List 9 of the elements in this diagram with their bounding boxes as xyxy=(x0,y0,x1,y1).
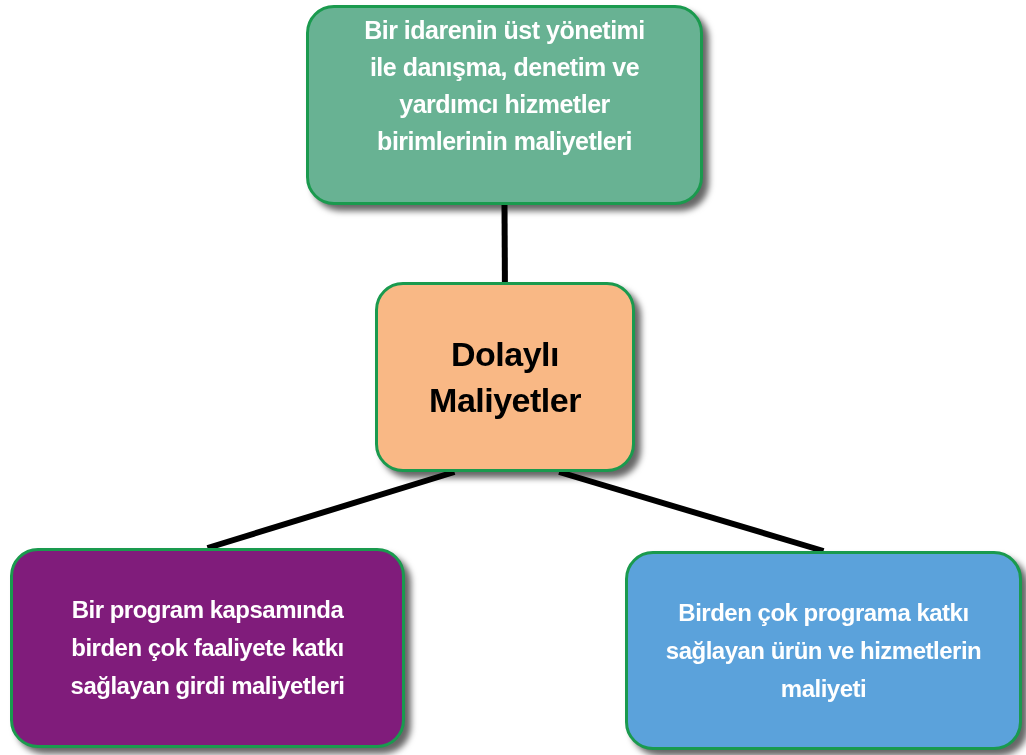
connector-line xyxy=(501,204,508,283)
box-text: Bir program kapsamında birden çok faaliyete katkı sağlayan girdi maliyetleri xyxy=(69,595,346,701)
rounded-box xyxy=(375,282,635,472)
rounded-box xyxy=(306,5,703,205)
rounded-box xyxy=(10,548,405,748)
box-text: Birden çok programa katkı sağlayan ürün ve hizmetlerin maliyeti xyxy=(664,597,983,704)
box-text: Dolaylı Maliyetler xyxy=(428,334,582,421)
box-text: Bir idarenin üst yönetimi ile danışma, denetim ve yardımcı hizmetler birimlerinin maliyetleri xyxy=(363,15,646,157)
rounded-box xyxy=(625,551,1022,750)
